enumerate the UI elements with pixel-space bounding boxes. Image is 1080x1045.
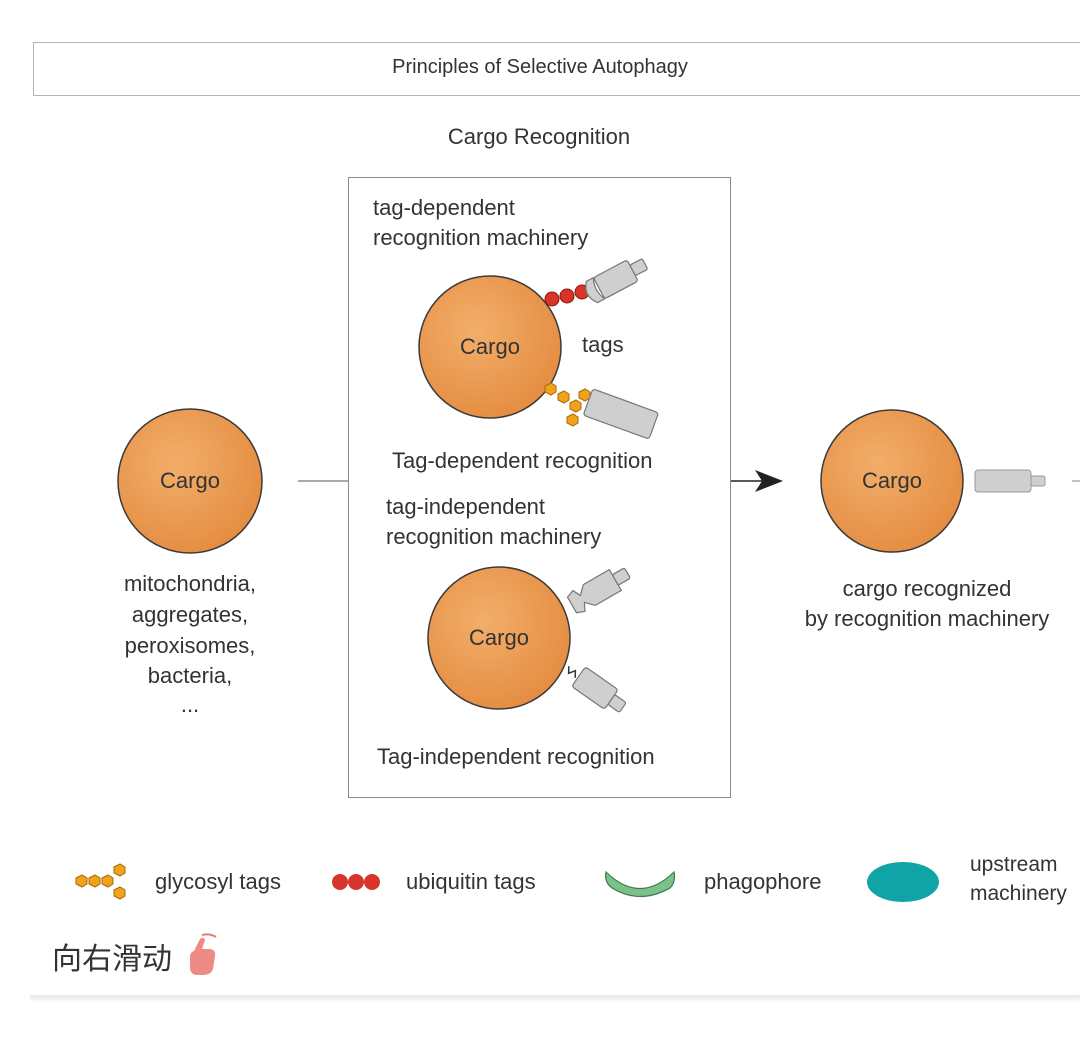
tag-independent-cargo-label: Cargo <box>469 625 529 650</box>
independent-receptor-top-icon <box>566 567 631 614</box>
ubiquitin-chain-icon <box>544 284 590 307</box>
tag-independent-caption: Tag-independent recognition <box>377 744 655 769</box>
left-cargo-desc-3: peroxisomes, <box>124 633 256 658</box>
section-title: Cargo Recognition <box>447 124 631 149</box>
page-title: Principles of Selective Autophagy <box>392 56 688 78</box>
tag-independent-machinery-label-2: recognition machinery <box>386 524 602 549</box>
legend-label-glycosyl: glycosyl tags <box>155 869 281 894</box>
tag-dependent-caption: Tag-dependent recognition <box>392 448 653 473</box>
right-receptor-icon <box>974 469 1046 493</box>
glycosyl-chain-icon <box>544 382 591 427</box>
right-cargo-circle <box>820 409 964 553</box>
left-cargo-label: Cargo <box>160 468 220 493</box>
right-cargo-desc-2: by recognition machinery <box>804 606 1050 631</box>
pointing-hand-icon <box>189 933 217 975</box>
right-cargo-label: Cargo <box>862 468 922 493</box>
left-cargo-circle <box>117 408 263 554</box>
tag-independent-machinery-label-1: tag-independent <box>386 494 546 519</box>
legend-label-upstream-2: machinery <box>970 882 1067 905</box>
tag-dependent-cargo-label: Cargo <box>460 334 520 359</box>
tag-dependent-machinery-label-1: tag-dependent <box>373 195 515 220</box>
swipe-hint[interactable]: 向右滑动 <box>52 933 220 978</box>
ubiquitin-tags-icon <box>332 874 380 890</box>
glycosyl-tags-icon <box>75 863 126 900</box>
ubiquitin-receptor-icon <box>585 258 648 304</box>
swipe-hint-text: 向右滑动 <box>52 942 172 977</box>
tags-label: tags <box>582 332 624 357</box>
glycosyl-receptor-icon <box>583 389 659 439</box>
phagophore-icon <box>605 870 676 897</box>
tag-independent-cargo-circle <box>427 566 571 710</box>
independent-receptor-bottom-icon <box>567 666 627 713</box>
legend-label-ubiquitin: ubiquitin tags <box>406 869 536 894</box>
recognition-panel <box>348 177 731 798</box>
left-cargo-desc-5: ... <box>180 692 200 717</box>
right-cargo-desc-1: cargo recognized <box>842 576 1012 601</box>
left-cargo-desc-1: mitochondria, <box>123 571 257 596</box>
tag-dependent-machinery-label-2: recognition machinery <box>373 225 589 250</box>
upstream-machinery-icon <box>867 862 939 902</box>
left-cargo-desc-4: bacteria, <box>147 663 233 688</box>
bottom-divider <box>30 995 1080 998</box>
legend-label-upstream-1: upstream <box>970 853 1058 876</box>
title-box <box>33 42 1080 96</box>
tag-dependent-cargo-circle <box>418 275 562 419</box>
legend-label-phagophore: phagophore <box>704 869 822 894</box>
arrow-head-icon <box>755 470 783 492</box>
left-cargo-desc-2: aggregates, <box>131 602 249 627</box>
